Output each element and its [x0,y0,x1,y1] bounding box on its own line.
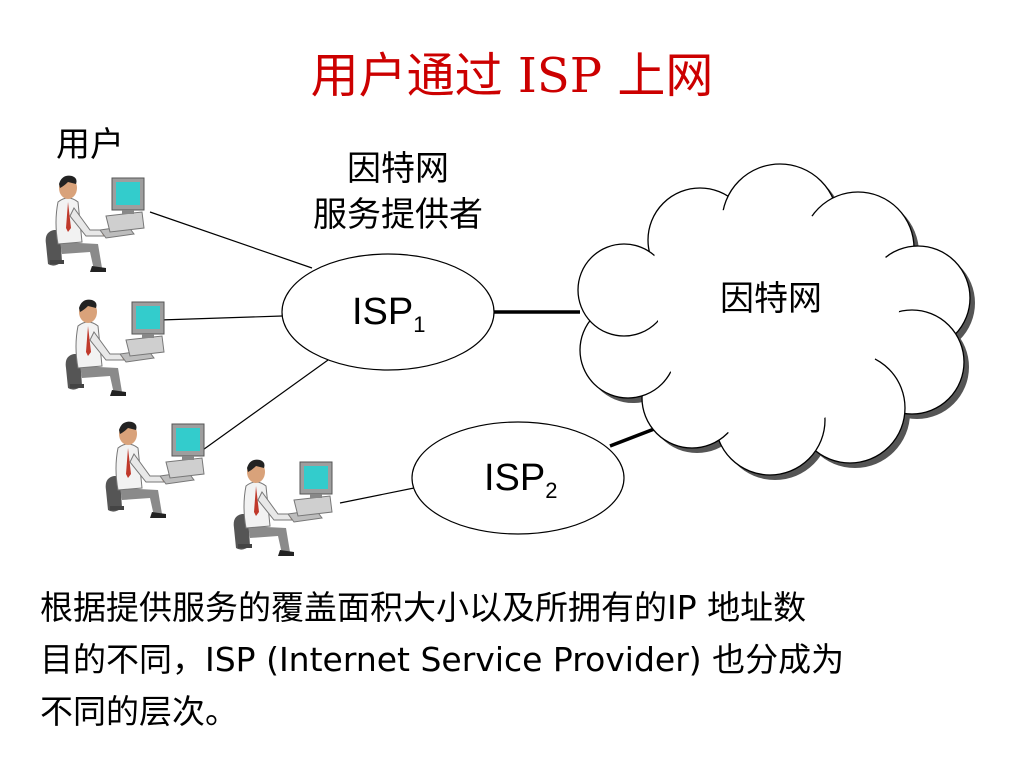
description: 根据提供服务的覆盖面积大小以及所拥有的IP 地址数 目的不同，ISP (Inte… [40,582,980,738]
isp1-node [281,253,495,371]
page-title: 用户通过 ISP 上网 [310,48,714,104]
description-line-1: 根据提供服务的覆盖面积大小以及所拥有的IP 地址数 [40,588,807,627]
isp1-name: ISP [352,291,414,333]
isp-provider-label-line1: 因特网 [347,149,449,189]
link-user4-isp2 [339,487,415,504]
isp2-node [411,421,625,535]
users-label: 用户 [56,125,124,165]
isp-provider-label-line2: 服务提供者 [313,195,483,235]
link-user3-isp1 [199,354,336,453]
user-at-computer-icon [105,421,205,519]
user-at-computer-icon [65,299,165,397]
internet-label: 因特网 [720,279,822,319]
description-line-2: 目的不同，ISP (Internet Service Provider) 也分成… [40,640,845,679]
user-at-computer-icon [45,175,145,273]
user-at-computer-icon [233,459,333,557]
isp2-subscript: 2 [545,478,558,503]
isp2-label: ISP2 [484,456,558,513]
isp1-subscript: 1 [413,312,426,337]
link-user2-isp1 [159,315,283,321]
link-user1-isp1 [149,211,313,269]
isp2-name: ISP [484,457,546,499]
cloud-icon [577,163,975,480]
isp1-label: ISP1 [352,290,426,347]
description-line-3: 不同的层次。 [40,692,238,731]
